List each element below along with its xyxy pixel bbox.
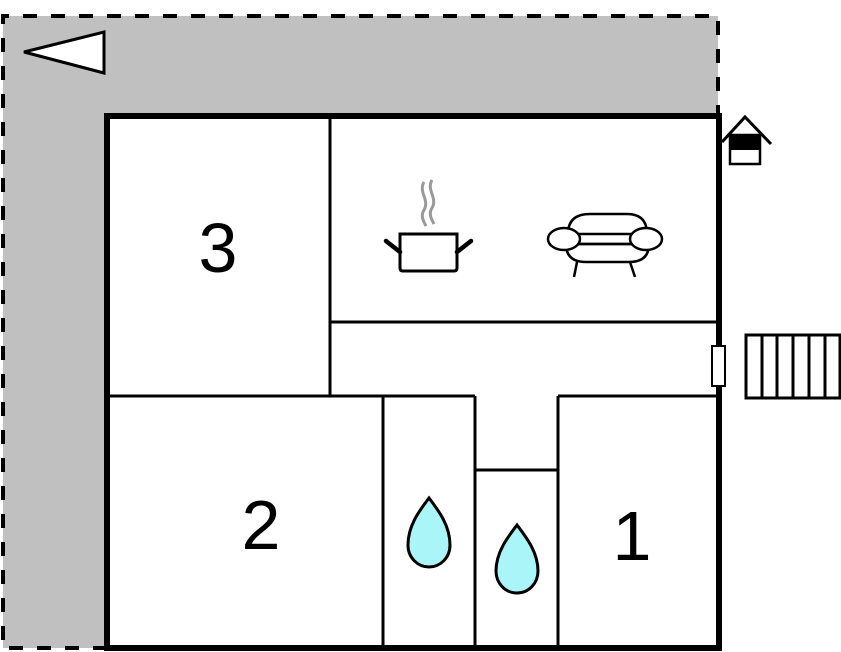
room-3-label: 3 <box>199 209 238 287</box>
room-2-label: 2 <box>242 486 281 564</box>
north-arrow-icon <box>23 30 106 75</box>
terrace-dashed-outline <box>1 14 720 650</box>
sofa-icon <box>546 212 664 278</box>
room-1-label: 1 <box>613 497 652 575</box>
entrance-house-icon <box>720 114 773 166</box>
water-drop-icon <box>494 522 540 595</box>
stairs <box>744 333 841 400</box>
cooking-pot-icon <box>383 179 474 273</box>
water-drop-icon <box>406 495 452 569</box>
interior-walls <box>107 116 719 648</box>
entrance-door <box>711 345 726 387</box>
terrace-area <box>3 16 718 648</box>
